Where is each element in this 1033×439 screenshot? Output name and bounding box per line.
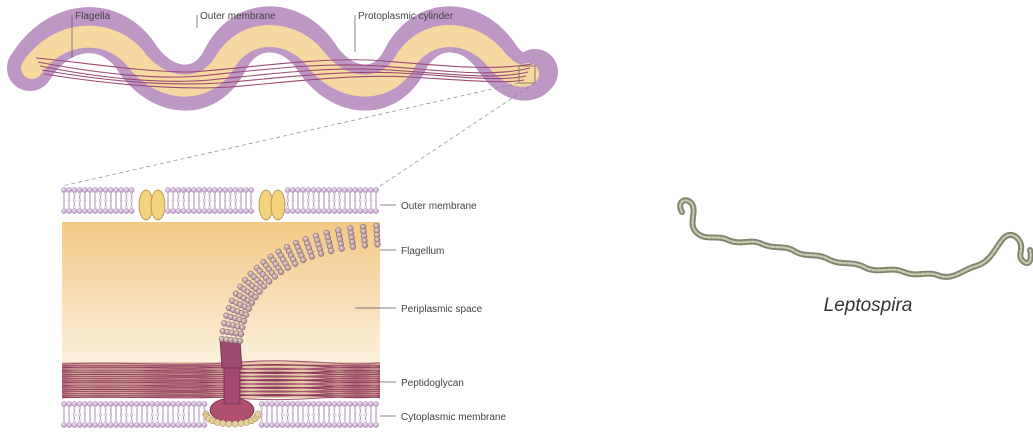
label-cytoplasmic-membrane: Cytoplasmic membrane [401, 412, 506, 423]
label-outer-membrane-top: Outer membrane [200, 11, 276, 22]
label-flagella: Flagella [75, 11, 110, 22]
leptospira-caption: Leptospira [824, 295, 913, 316]
label-periplasmic-space: Periplasmic space [401, 304, 483, 315]
label-flagellum: Flagellum [401, 246, 444, 257]
cell-envelope-detail: Outer membrane Flagellum Periplasmic spa… [61, 187, 506, 427]
label-outer-membrane: Outer membrane [401, 201, 477, 212]
axial-flagella [36, 58, 532, 88]
zoom-lines [62, 83, 535, 186]
flagellar-rod [224, 368, 240, 404]
porin-proteins [139, 190, 285, 220]
label-peptidoglycan: Peptidoglycan [401, 378, 464, 389]
flagellum-hook [220, 340, 242, 368]
protoplasmic-cylinder [32, 36, 528, 86]
leptospira-image: Leptospira [680, 200, 1031, 316]
peptidoglycan-layer [62, 361, 380, 400]
outer-membrane-bilayer [61, 187, 378, 213]
label-protoplasmic-cylinder: Protoplasmic cylinder [358, 11, 454, 22]
spirochete-cell [30, 29, 535, 88]
